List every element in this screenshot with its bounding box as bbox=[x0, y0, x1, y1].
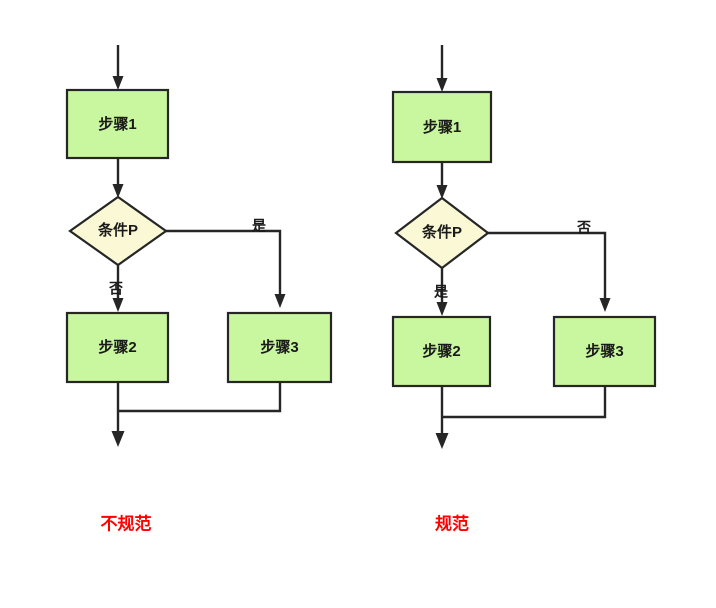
edge-branch-down-right: 是 bbox=[434, 268, 449, 316]
node-step1-left-label: 步骤1 bbox=[98, 116, 136, 133]
edge-entry-right bbox=[436, 45, 448, 92]
arrowhead-step1-decision-left bbox=[112, 184, 124, 198]
node-step3-right[interactable]: 步骤3 bbox=[552, 315, 657, 388]
node-step1-right[interactable]: 步骤1 bbox=[391, 90, 493, 164]
node-step1-right-label: 步骤1 bbox=[423, 119, 461, 136]
edge-exit-right bbox=[435, 386, 449, 449]
edge-exit-left bbox=[111, 382, 125, 447]
edge-label-branch-down-left: 否 bbox=[108, 281, 123, 297]
node-decision-right[interactable]: 条件P bbox=[394, 196, 490, 270]
edge-step1-to-decision-left bbox=[112, 158, 124, 198]
edge-branch-down-left: 否 bbox=[108, 265, 124, 312]
node-step2-left-shape[interactable] bbox=[65, 311, 170, 384]
edge-branch-right-line-left bbox=[166, 229, 282, 302]
arrowhead-exit-right bbox=[435, 433, 449, 449]
node-step1-right-shape[interactable] bbox=[391, 90, 493, 164]
edge-branch-right-right: 否 bbox=[488, 220, 611, 312]
edge-step1-to-decision-right bbox=[436, 162, 448, 199]
node-step3-left[interactable]: 步骤3 bbox=[226, 311, 333, 384]
panel-right: 步骤1 条件P 否 是 bbox=[391, 45, 657, 533]
edge-entry-left bbox=[112, 45, 124, 90]
node-step2-right-label: 步骤2 bbox=[422, 343, 460, 360]
edge-label-branch-down-right: 是 bbox=[434, 284, 449, 300]
node-step1-left[interactable]: 步骤1 bbox=[65, 88, 170, 160]
edge-merge-step3-right bbox=[442, 386, 607, 419]
node-decision-left[interactable]: 条件P bbox=[68, 195, 168, 267]
arrowhead-branch-down-right bbox=[436, 302, 448, 316]
node-step3-right-shape[interactable] bbox=[552, 315, 657, 388]
edge-branch-right-line-right bbox=[488, 231, 607, 306]
node-step3-right-label: 步骤3 bbox=[585, 343, 623, 360]
arrowhead-branch-down-left bbox=[112, 298, 124, 312]
arrowhead-entry-right bbox=[436, 78, 448, 92]
arrowhead-exit-left bbox=[111, 431, 125, 447]
arrowhead-branch-right-right bbox=[599, 298, 611, 312]
node-decision-left-label: 条件P bbox=[97, 221, 138, 239]
edge-label-branch-right-left: 是 bbox=[252, 218, 267, 234]
node-step2-left-label: 步骤2 bbox=[98, 339, 136, 356]
edge-label-branch-right-right: 否 bbox=[576, 220, 591, 236]
node-step2-right[interactable]: 步骤2 bbox=[391, 315, 492, 388]
node-step3-left-shape[interactable] bbox=[226, 311, 333, 384]
arrowhead-entry-left bbox=[112, 76, 124, 90]
edge-merge-step3-left bbox=[118, 382, 282, 413]
edge-branch-right-left: 是 bbox=[166, 218, 286, 308]
caption-left: 不规范 bbox=[101, 513, 152, 533]
node-step3-left-label: 步骤3 bbox=[260, 339, 298, 356]
panel-left: 步骤1 条件P 是 否 bbox=[65, 45, 333, 533]
node-decision-right-label: 条件P bbox=[421, 223, 462, 241]
arrowhead-step1-decision-right bbox=[436, 185, 448, 199]
node-step2-right-shape[interactable] bbox=[391, 315, 492, 388]
node-step2-left[interactable]: 步骤2 bbox=[65, 311, 170, 384]
arrowhead-branch-right-left bbox=[274, 294, 286, 308]
caption-right: 规范 bbox=[435, 513, 469, 533]
